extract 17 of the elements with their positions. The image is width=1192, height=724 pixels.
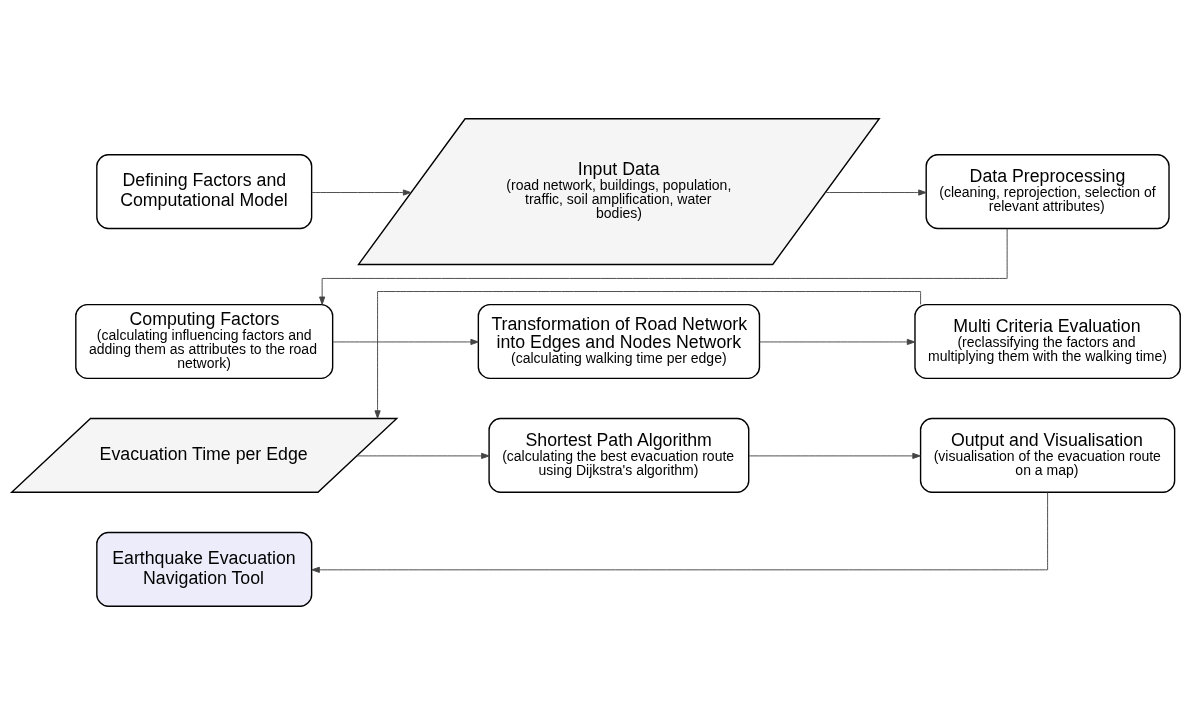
node-box: Computing Factors (calculating influencing factors and adding them as attributes to the road network)	[75, 303, 334, 379]
node-box: Transformation of Road Network into Edges and Nodes Network (calculating walking time per edge)	[477, 303, 761, 379]
arrow	[332, 338, 479, 345]
node-box: Earthquake Evacuation Navigation Tool	[96, 531, 313, 607]
arrow	[374, 290, 922, 419]
arrow	[824, 188, 927, 196]
arrow	[311, 188, 412, 196]
arrow	[356, 452, 490, 459]
node-box: Output and Visualisation (visualisation of the evacuation route on a map)	[919, 417, 1176, 493]
node-box: Defining Factors and Computational Model	[96, 153, 313, 229]
node-box: Shortest Path Algorithm (calculating the best evacuation route using Dijkstra's algorithm)	[488, 417, 750, 493]
arrow	[759, 338, 916, 345]
arrow	[319, 227, 1008, 305]
arrow	[748, 452, 921, 459]
arrow	[311, 491, 1049, 573]
node-box: Data Preprocessing (cleaning, reprojection, selection of relevant attributes)	[925, 153, 1170, 229]
node-box: Multi Criteria Evaluation (reclassifying the factors and multiplying them with the walking time)	[914, 303, 1181, 379]
